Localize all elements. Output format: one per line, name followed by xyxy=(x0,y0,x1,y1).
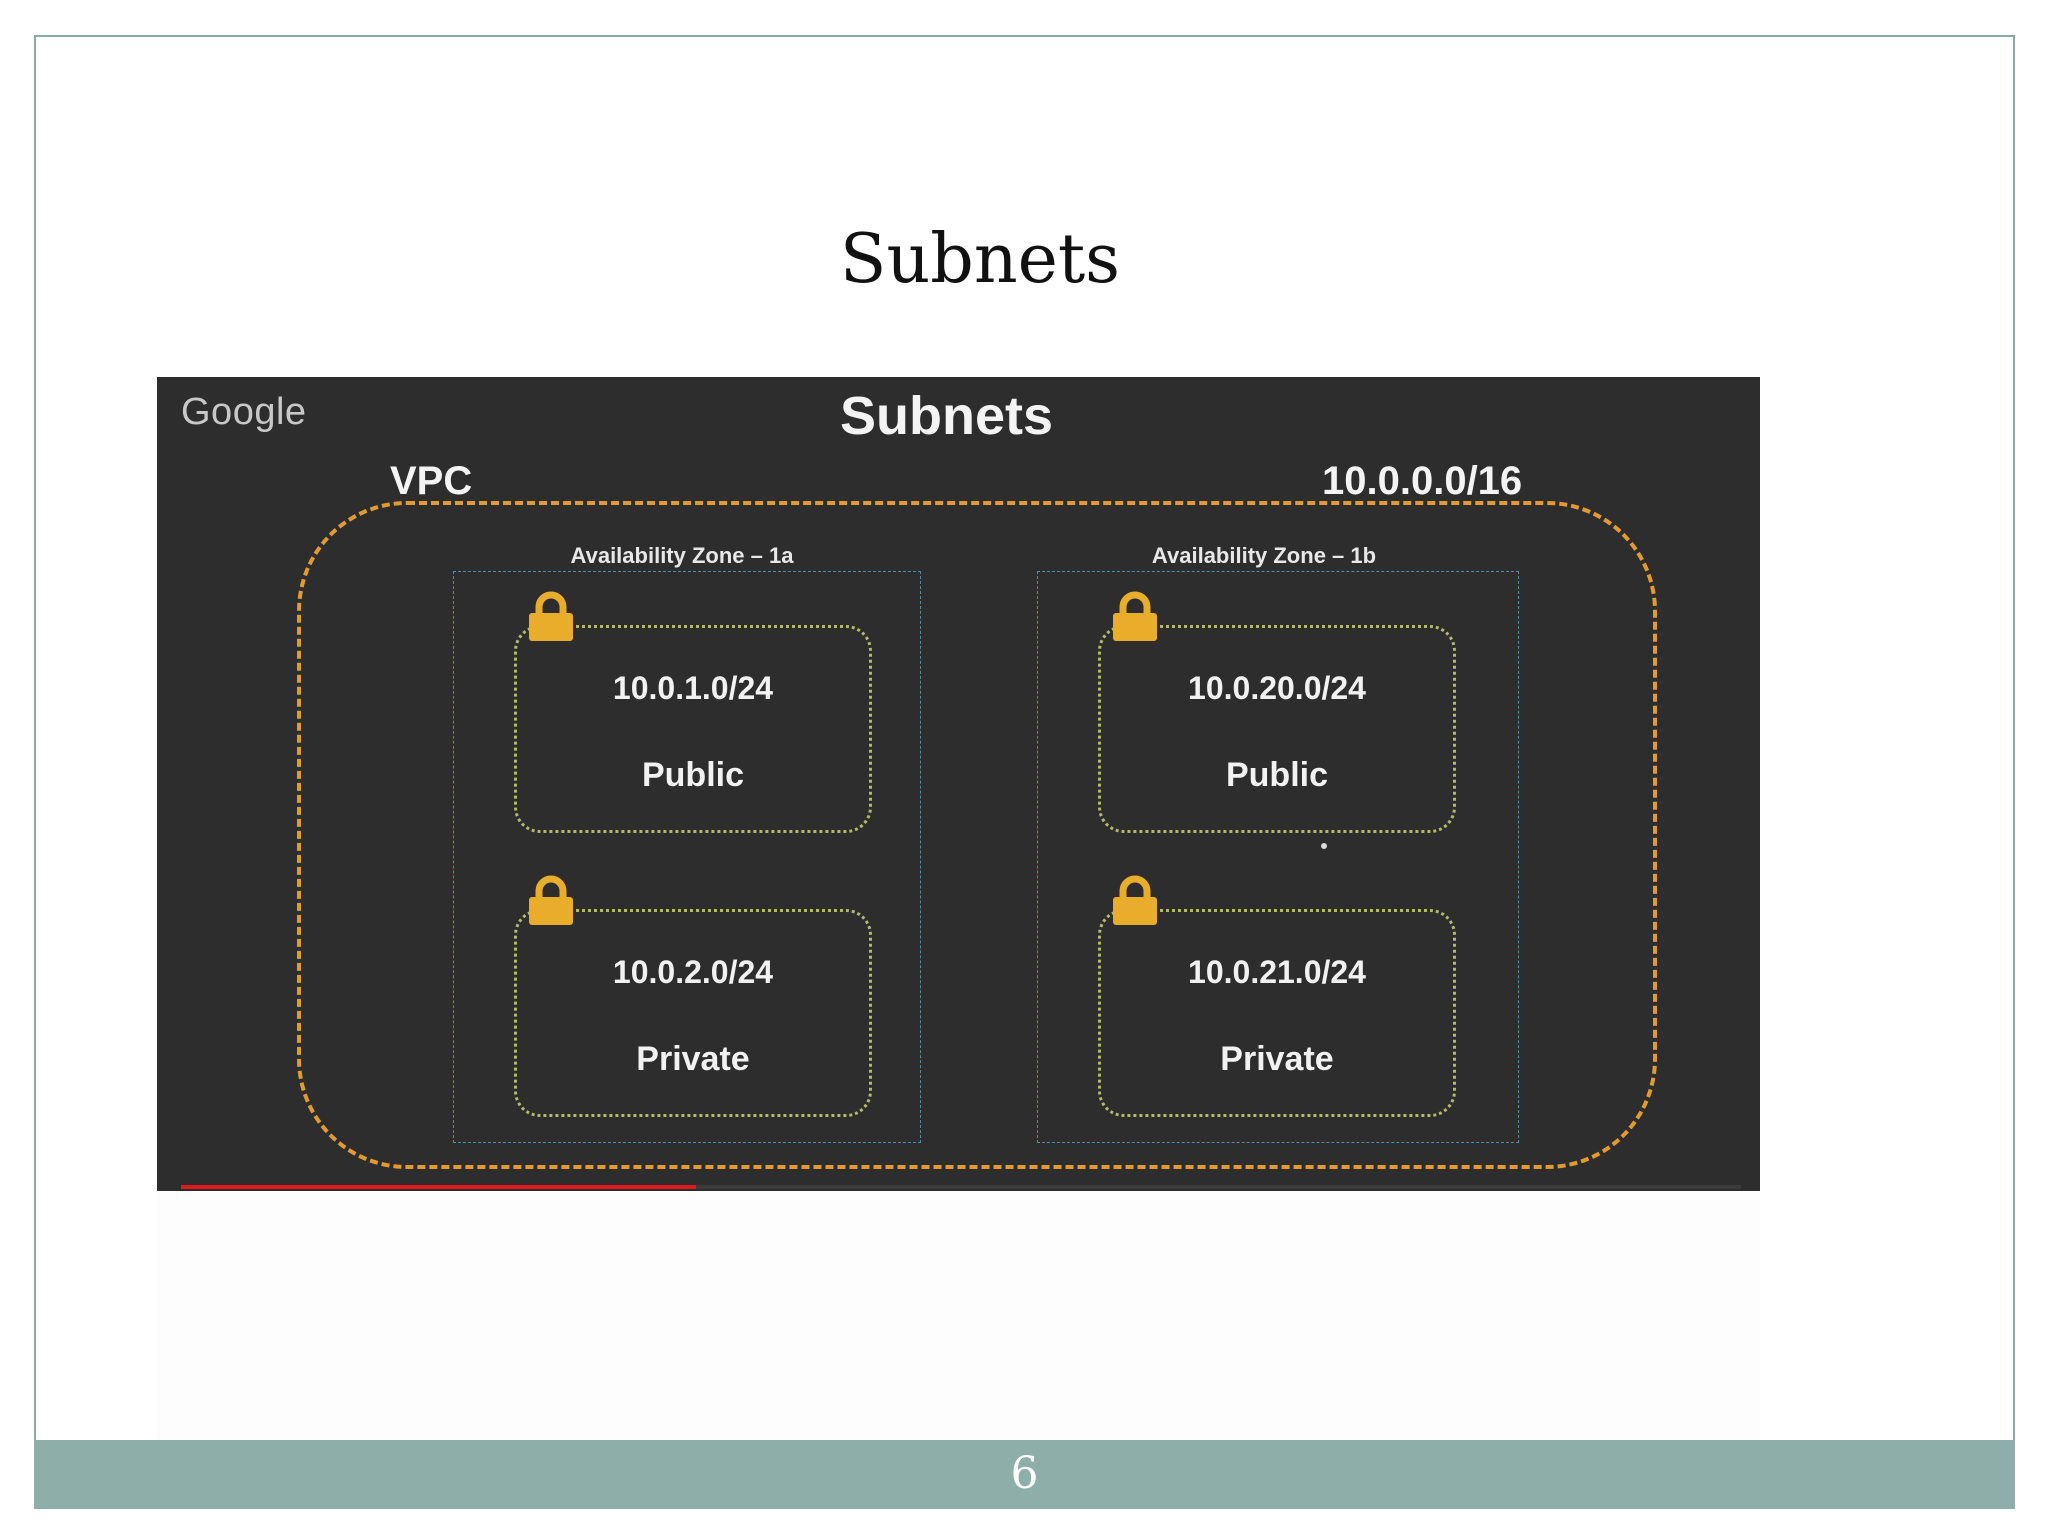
lock-icon xyxy=(1113,591,1157,641)
slide-title: Subnets xyxy=(839,220,1121,299)
lock-icon xyxy=(529,875,573,925)
embedded-diagram-image: Google Subnets VPC 10.0.0.0/16 Availabil… xyxy=(157,377,1760,1191)
lock-icon xyxy=(529,591,573,641)
vpc-label: VPC xyxy=(390,459,473,503)
az-label-1a: Availability Zone – 1a xyxy=(570,543,794,568)
subnet-box: 10.0.2.0/24 Private xyxy=(514,909,872,1117)
subnet-type: Public xyxy=(1225,756,1329,794)
lock-icon xyxy=(1113,875,1157,925)
subnet-box: 10.0.21.0/24 Private xyxy=(1098,909,1456,1117)
page-number: 6 xyxy=(1010,1448,1039,1499)
subnet-box: 10.0.1.0/24 Public xyxy=(514,625,872,833)
google-logo: Google xyxy=(181,391,307,433)
video-progress-fill xyxy=(181,1185,696,1189)
stray-dot xyxy=(1321,843,1327,849)
subnet-box: 10.0.20.0/24 Public xyxy=(1098,625,1456,833)
vpc-cidr-label: 10.0.0.0/16 xyxy=(1322,459,1523,503)
az-box-1b xyxy=(1037,571,1519,1143)
az-label-1b: Availability Zone – 1b xyxy=(1151,543,1377,568)
az-box-1a xyxy=(453,571,921,1143)
video-progress-track[interactable] xyxy=(181,1185,1741,1189)
subnet-type: Private xyxy=(1220,1040,1334,1078)
subnet-type: Private xyxy=(636,1040,750,1078)
subnet-cidr: 10.0.20.0/24 xyxy=(1188,670,1366,706)
vpc-boundary xyxy=(297,501,1657,1169)
diagram-title: Subnets xyxy=(839,386,1054,446)
footer-bar: 6 xyxy=(34,1440,2015,1509)
embed-lower-area xyxy=(157,1191,1760,1441)
subnet-type: Public xyxy=(641,756,745,794)
subnet-cidr: 10.0.21.0/24 xyxy=(1188,954,1366,990)
subnet-cidr: 10.0.1.0/24 xyxy=(612,670,774,706)
subnet-cidr: 10.0.2.0/24 xyxy=(612,954,774,990)
